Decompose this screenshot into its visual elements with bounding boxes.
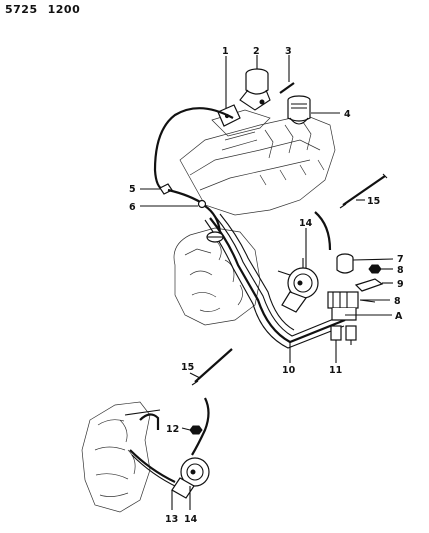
part-3-hose [279,82,295,94]
callout-5: 5 [129,184,136,195]
part-5-connector [159,183,206,206]
callout-labels: 1 2 3 4 5 6 15 14 7 8 9 8 A 10 11 15 12 … [129,46,404,525]
part-8-nut [368,264,382,274]
part-14-valve-lower [171,457,210,499]
lower-hose-bundle [129,449,176,483]
engine-block-drawing [173,227,261,326]
part-8-solenoid [327,291,376,321]
callout-14-upper: 14 [299,218,313,229]
part-14-valve-upper [277,258,319,313]
vacuum-hose-upper [153,107,234,192]
callout-3: 3 [285,46,292,57]
lower-engine-drawing [81,401,161,513]
part-11-connector [330,325,357,345]
diagram-code-2: 1200 [47,3,81,16]
callout-6: 6 [129,202,136,213]
callout-8-lower: 8 [394,296,401,307]
callout-14-lower: 14 [184,514,198,525]
callout-8-upper: 8 [397,265,404,276]
intake-manifold-drawing [179,109,336,216]
part-15-rod-lower [194,348,233,383]
callout-12: 12 [166,424,179,435]
callout-10: 10 [282,365,296,376]
hose-bundle [204,211,347,349]
callout-2: 2 [253,46,260,57]
callout-7: 7 [397,254,404,265]
part-15-rod-upper [342,175,386,206]
hose-clamp [206,231,224,243]
callout-1: 1 [222,46,229,57]
part-9-bracket [354,278,384,292]
leader-lines [140,55,394,510]
lower-vacuum-hose [191,397,210,456]
part-2-canister [239,68,271,111]
callout-15-upper: 15 [367,196,380,207]
callout-A: A [395,311,403,322]
diagram-code-1: 5725 [5,3,38,16]
part-7-valve [336,253,354,274]
callout-9: 9 [397,279,404,290]
part-12-nut [189,425,203,435]
callout-13: 13 [165,514,178,525]
callout-11: 11 [329,365,342,376]
callout-15-lower: 15 [181,362,194,373]
diagram-header: 5725 1200 [5,3,80,16]
callout-4: 4 [344,109,351,120]
part-4-canister [287,95,311,125]
